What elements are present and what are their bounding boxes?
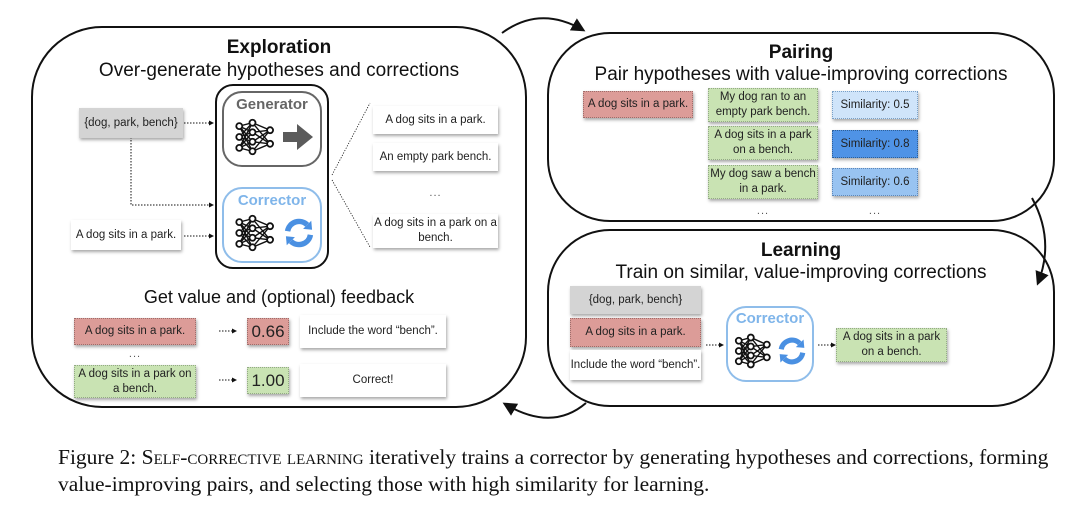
model-stack: [215, 84, 329, 269]
feedback-hypothesis-high: A dog sits in a park on a bench.: [74, 365, 196, 398]
pairing-correction: My dog saw a bench in a park.: [708, 165, 818, 199]
arrow-learning-to-exploration: [502, 402, 587, 419]
similarity-badge: Similarity: 0.8: [832, 130, 918, 158]
exploration-title: Exploration: [226, 37, 332, 58]
learning-output: A dog sits in a park on a bench.: [836, 328, 947, 362]
output-item: A dog sits in a park.: [373, 106, 498, 134]
hypothesis-input: A dog sits in a park.: [71, 220, 181, 250]
generator-module: Generator: [222, 91, 322, 167]
feedback-ellipsis: ...: [128, 348, 142, 360]
pairing-correction: My dog ran to an empty park bench.: [708, 88, 818, 122]
figure-caption: Figure 2: Self-corrective learning itera…: [58, 444, 1068, 498]
learning-corrector-module: Corrector: [726, 306, 814, 382]
learning-concepts: {dog, park, bench}: [570, 286, 701, 314]
similarity-badge: Similarity: 0.5: [832, 91, 918, 119]
feedback-text-low: Include the word “bench”.: [300, 315, 446, 348]
learning-corrector-label: Corrector: [735, 310, 805, 327]
learning-subtitle: Train on similar, value-improving correc…: [615, 262, 987, 283]
feedback-text-high: Correct!: [300, 364, 446, 397]
value-score-low: 0.66: [247, 318, 289, 345]
refresh-icon: [778, 337, 806, 365]
pairing-corrections-ellipsis: ...: [756, 205, 770, 217]
corrector-label: Corrector: [237, 192, 307, 209]
learning-feedback: Include the word “bench”.: [570, 350, 701, 380]
feedback-title: Get value and (optional) feedback: [143, 287, 415, 307]
exploration-panel: [31, 26, 527, 408]
generator-label: Generator: [236, 96, 308, 113]
fan-line-top: [331, 102, 371, 176]
neural-network-icon: [734, 333, 771, 369]
similarity-badge: Similarity: 0.6: [832, 168, 918, 196]
caption-text: iteratively trains a corrector by genera…: [58, 445, 1049, 496]
arrow-right-icon: [283, 124, 313, 150]
caption-prefix: Figure 2:: [58, 445, 142, 469]
output-ellipsis: ...: [429, 187, 442, 199]
value-score-high: 1.00: [247, 367, 289, 394]
neural-network-icon: [235, 214, 274, 252]
concepts-input: {dog, park, bench}: [79, 108, 183, 138]
output-item: An empty park bench.: [373, 143, 498, 171]
output-item: A dog sits in a park on a bench.: [373, 214, 498, 248]
learning-hypothesis: A dog sits in a park.: [570, 318, 701, 347]
similarity-ellipsis: ...: [868, 205, 882, 217]
pairing-subtitle: Pair hypotheses with value-improving cor…: [594, 64, 1008, 85]
pairing-correction: A dog sits in a park on a bench.: [708, 126, 818, 160]
pairing-title: Pairing: [768, 42, 834, 63]
feedback-hypothesis-low: A dog sits in a park.: [74, 318, 196, 345]
refresh-icon: [284, 218, 314, 248]
learning-panel: [547, 229, 1055, 407]
learning-title: Learning: [760, 240, 842, 261]
fan-line-bottom: [331, 179, 371, 248]
connector-concepts-corrector: [130, 137, 214, 208]
arrow-exploration-to-pairing: [501, 17, 586, 34]
corrector-module: Corrector: [222, 187, 322, 263]
neural-network-icon: [235, 118, 274, 156]
caption-method-name: Self-corrective learning: [141, 445, 364, 469]
arrow-pairing-to-learning: [1031, 197, 1049, 286]
exploration-subtitle: Over-generate hypotheses and corrections: [98, 60, 460, 81]
pairing-hypothesis: A dog sits in a park.: [583, 91, 693, 118]
pairing-panel: [547, 32, 1055, 222]
